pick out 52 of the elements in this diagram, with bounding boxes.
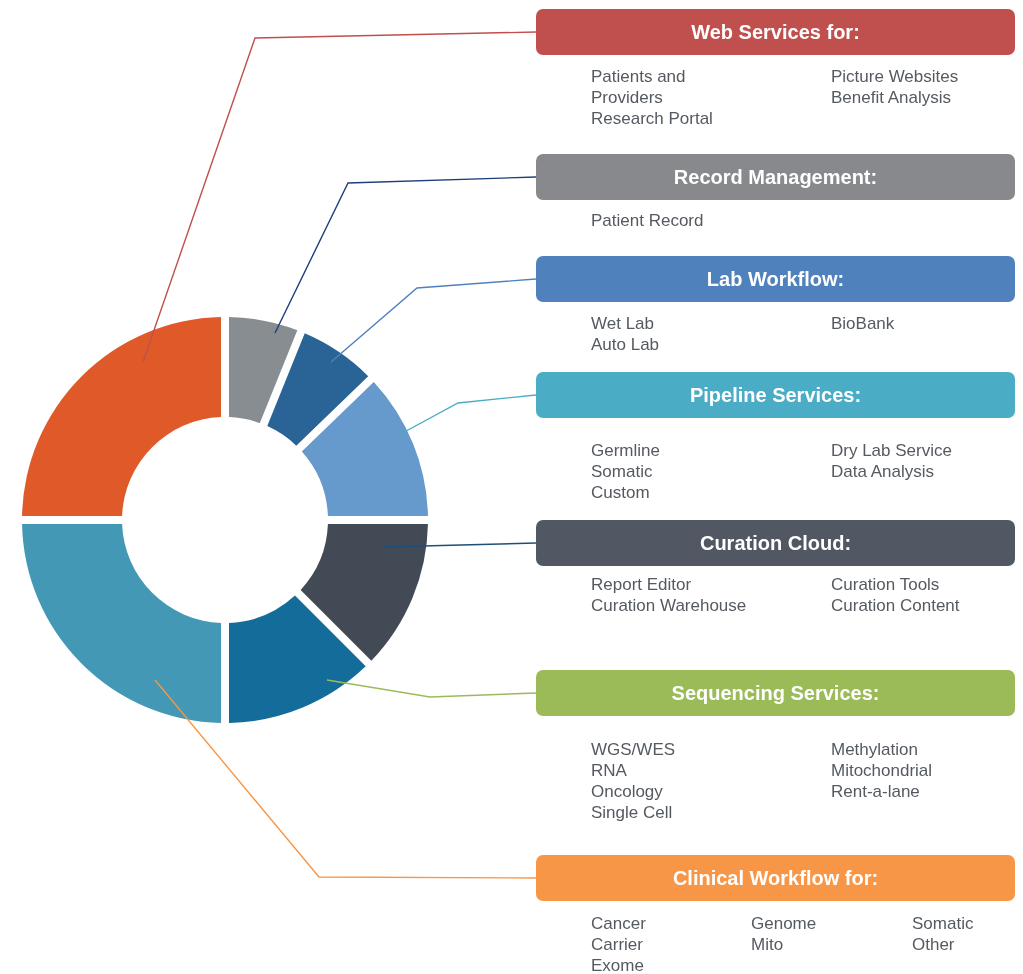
list-item: Auto Lab (591, 334, 661, 355)
list-item: WGS/WES (591, 739, 677, 760)
donut-segment (300, 524, 428, 661)
list-item: Single Cell (591, 802, 674, 823)
list-item: Research Portal (591, 108, 714, 129)
donut-segment (22, 317, 221, 516)
list-item: Patients and Providers (591, 66, 687, 108)
list-item: Methylation (831, 739, 919, 760)
header-bar: Record Management: (536, 154, 1015, 200)
list-item: Mito (751, 934, 785, 955)
list-item: Benefit Analysis (831, 87, 952, 108)
list-item: Patient Record (591, 210, 705, 231)
leader-line (396, 394, 537, 437)
list-item: Somatic (591, 461, 654, 482)
list-item: Exome (591, 955, 645, 974)
list-item: Picture Websites (831, 66, 960, 87)
list-item: Dry Lab Service (831, 440, 953, 461)
list-item: Oncology (591, 781, 664, 802)
leader-line (330, 278, 537, 363)
list-item: Data Analysis (831, 461, 935, 482)
header-bar: Clinical Workflow for: (536, 855, 1015, 901)
header-bar: Sequencing Services: (536, 670, 1015, 716)
list-item: Wet Lab (591, 313, 655, 334)
leader-line (326, 679, 537, 698)
leader-line (382, 542, 537, 548)
list-item: BioBank (831, 313, 896, 334)
list-item: Somatic (912, 913, 975, 934)
header-bar: Lab Workflow: (536, 256, 1015, 302)
list-item: Germline (591, 440, 661, 461)
list-item: Other (912, 934, 956, 955)
header-bar: Pipeline Services: (536, 372, 1015, 418)
list-item: Rent-a-lane (831, 781, 921, 802)
list-item: Mitochondrial (831, 760, 934, 781)
donut-segment (229, 595, 366, 723)
donut-segment (22, 524, 221, 723)
donut-segment (301, 381, 428, 516)
list-item: Cancer (591, 913, 647, 934)
list-item: Curation Warehouse (591, 595, 748, 616)
leader-line (154, 679, 537, 879)
list-item: Curation Tools (831, 574, 941, 595)
leader-line (142, 31, 537, 363)
list-item: Custom (591, 482, 651, 503)
leader-line (274, 176, 537, 334)
list-item: Report Editor (591, 574, 693, 595)
list-item: RNA (591, 760, 628, 781)
list-item: Curation Content (831, 595, 961, 616)
header-bar: Web Services for: (536, 9, 1015, 55)
list-item: Carrier (591, 934, 644, 955)
donut-segment (267, 333, 369, 446)
list-item: Genome (751, 913, 818, 934)
donut-segment (229, 317, 298, 424)
header-bar: Curation Cloud: (536, 520, 1015, 566)
